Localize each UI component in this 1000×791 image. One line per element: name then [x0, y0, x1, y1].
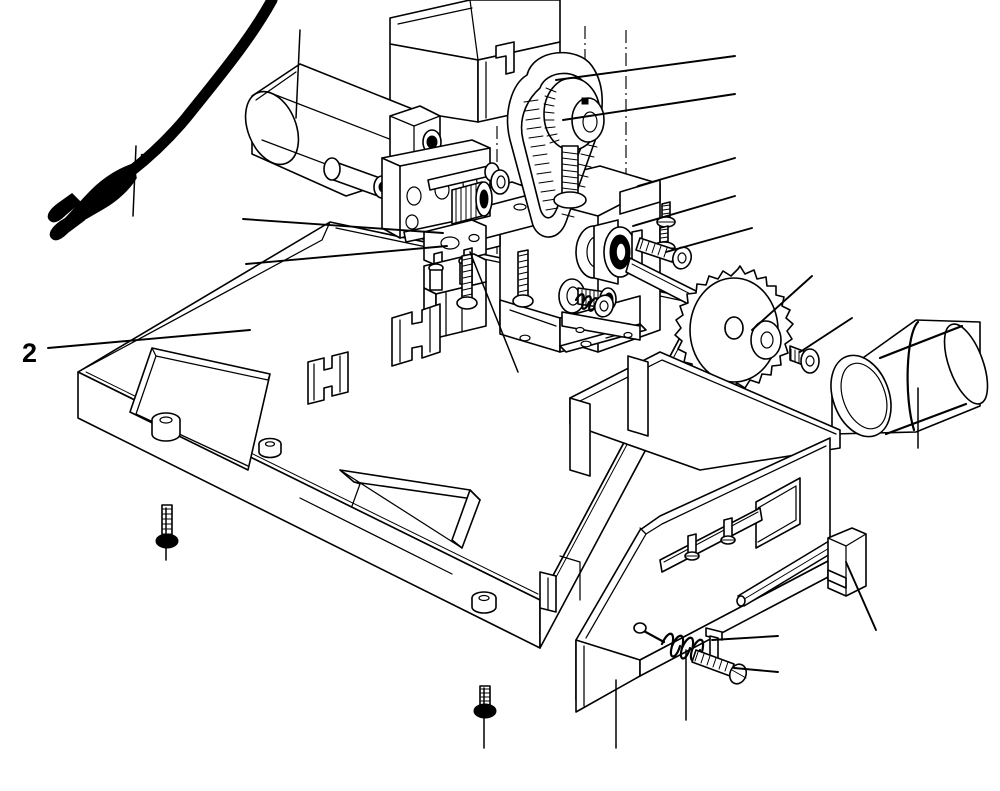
screw-group-right: [635, 201, 693, 270]
roller-spacer: [490, 169, 510, 195]
leader-to-washer-bolt: [799, 317, 853, 353]
mounting-boss: [151, 412, 181, 442]
blade-flange-washer: [750, 320, 782, 360]
shaft-threads: [561, 151, 579, 191]
slot-screw: [720, 517, 736, 545]
fence-guard-plate: [569, 351, 841, 713]
leader-lines: [47, 29, 919, 749]
tension-spring-screw: [574, 293, 615, 318]
slot-screw: [684, 533, 700, 561]
leader-to-cord: [132, 145, 137, 217]
dust-extraction-port-tube: [830, 319, 989, 438]
lock-screw: [691, 649, 748, 685]
mounting-boss: [258, 437, 282, 459]
spool-ribs: [455, 183, 477, 224]
leader-to-blade: [751, 275, 813, 331]
electric-motor: [244, 63, 442, 199]
leader-to-gear-housing: [637, 157, 736, 187]
leader-to-base-2: [47, 329, 251, 349]
screw-threads: [694, 651, 729, 672]
leader-to-screw-set: [665, 227, 753, 253]
belt-teeth: [523, 99, 559, 211]
leader-to-belt: [469, 251, 519, 373]
leader-to-pulley-upper: [555, 55, 736, 81]
leader-to-switch: [245, 245, 448, 265]
callout-number-2: 2: [22, 338, 37, 368]
leader-to-end-bracket: [845, 561, 877, 631]
long-screw: [456, 253, 478, 310]
shaft-bearing-assembly: [575, 219, 643, 285]
power-cord-with-plug: [47, 0, 278, 241]
ribbed-spool: [451, 181, 493, 225]
pivot-pin: [705, 627, 723, 661]
u-clip-bracket: [307, 351, 349, 405]
machine-screw: [635, 237, 693, 270]
return-spring: [633, 622, 705, 662]
leader-to-lock-screw: [733, 667, 779, 673]
mounting-boss: [471, 591, 497, 614]
u-clip-bracket: [391, 303, 441, 367]
pulley-teeth: [543, 87, 560, 144]
leader-to-bracket: [242, 218, 444, 234]
leader-to-pulley-hub: [562, 93, 736, 121]
leader-to-pivot-pin: [711, 635, 779, 641]
leader-to-motor: [295, 29, 301, 119]
pan-screw: [656, 201, 676, 228]
leader-to-bearing: [632, 195, 736, 227]
base-mounting-screw: [155, 504, 179, 549]
long-screw: [512, 249, 534, 308]
arbor-bolt: [789, 345, 820, 374]
base-mounting-screw: [473, 685, 497, 719]
